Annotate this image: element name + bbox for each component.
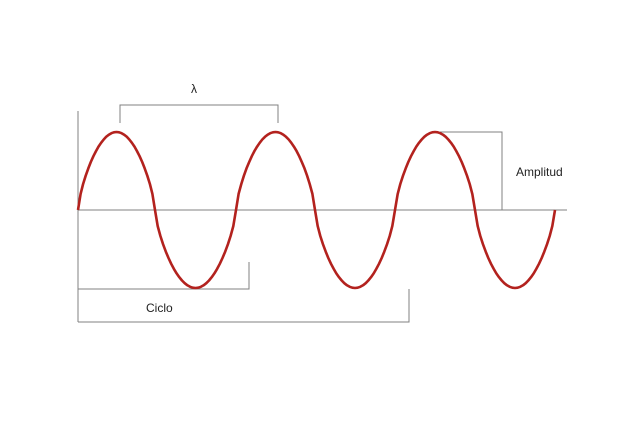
amplitude-label: Amplitud [516,165,563,179]
cycle-bracket-small [78,262,250,290]
amplitude-bracket [440,131,503,210]
wave-curve [76,130,557,290]
wavelength-label: λ [191,82,197,96]
cycle-bracket-large [78,289,410,323]
wavelength-bracket [119,104,279,123]
cycle-label: Ciclo [146,301,173,315]
